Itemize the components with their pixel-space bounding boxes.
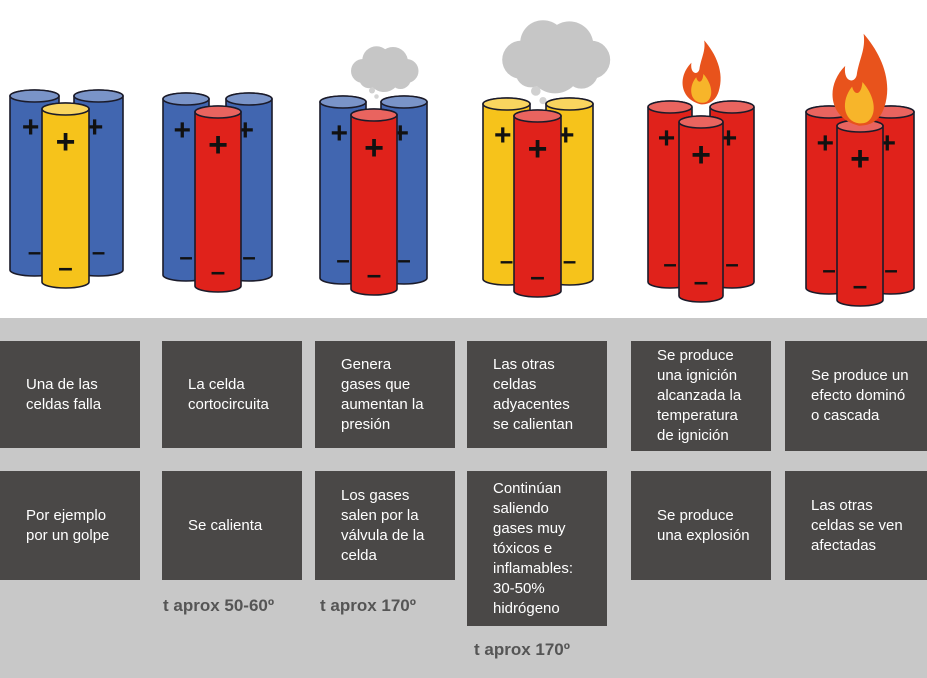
plus-sign-icon: + xyxy=(174,114,192,147)
battery-stages-illustration: +–+–+–+–+–+–+–+–+–+–+–+–+–+–+–+–+–+– xyxy=(9,20,915,307)
minus-sign-icon: – xyxy=(28,239,41,266)
plus-sign-icon: + xyxy=(86,111,104,144)
minus-sign-icon: – xyxy=(853,270,867,300)
stage-4-temperature-label: t aprox 170º xyxy=(474,640,570,659)
plus-sign-icon: + xyxy=(56,123,76,161)
battery-stage-1: + – + – + – xyxy=(9,89,124,289)
minus-sign-icon: – xyxy=(530,261,544,291)
minus-sign-icon: – xyxy=(663,251,676,278)
plus-sign-icon: + xyxy=(208,126,228,164)
stage-5-description-bottom: Se produce una explosión xyxy=(631,471,771,580)
minus-sign-icon: – xyxy=(725,251,738,278)
stage-2-temperature-label: t aprox 50-60º xyxy=(163,596,275,615)
minus-sign-icon: – xyxy=(694,266,708,296)
battery-stage-5: + – + – + – xyxy=(647,40,755,303)
stage-5-description-top: Se produce una ignición alcanzada la tem… xyxy=(631,341,771,451)
minus-sign-icon: – xyxy=(884,257,897,284)
stage-3-description-bottom: Los gases salen por la válvula de la cel… xyxy=(315,471,455,580)
stage-2-description-top: La celda cortocircuita xyxy=(162,341,302,448)
plus-sign-icon: + xyxy=(817,127,835,160)
plus-sign-icon: + xyxy=(331,117,349,150)
minus-sign-icon: – xyxy=(563,248,576,275)
flame-icon xyxy=(832,33,888,126)
minus-sign-icon: – xyxy=(397,247,410,274)
battery-stage-2: +–+–+– xyxy=(162,92,273,293)
minus-sign-icon: – xyxy=(242,244,255,271)
battery-cell-front xyxy=(513,109,562,298)
battery-cell-front xyxy=(194,105,242,293)
stage-1-description-bottom: Por ejemplo por un golpe xyxy=(0,471,140,580)
battery-cell-front xyxy=(41,102,90,289)
stage-6-description-top: Se produce un efecto dominó o cascada xyxy=(785,341,927,451)
plus-sign-icon: + xyxy=(720,122,738,155)
plus-sign-icon: + xyxy=(494,119,512,152)
battery-cell-front xyxy=(350,108,398,296)
stage-2-description-bottom: Se calienta xyxy=(162,471,302,580)
stage-3-description-top: Genera gases que aumentan la presión xyxy=(315,341,455,448)
plus-sign-icon: + xyxy=(850,140,870,178)
minus-sign-icon: – xyxy=(500,248,513,275)
stage-4-description-top: Las otras celdas adyacentes se calientan xyxy=(467,341,607,448)
plus-sign-icon: + xyxy=(658,122,676,155)
minus-sign-icon: – xyxy=(822,257,835,284)
flame-icon xyxy=(682,40,721,105)
plus-sign-icon: + xyxy=(364,129,384,167)
battery-cell-front xyxy=(678,115,724,303)
minus-sign-icon: – xyxy=(336,247,349,274)
smoke-icon xyxy=(502,20,611,105)
plus-sign-icon: + xyxy=(528,130,548,168)
battery-stage-3: +–+–+– xyxy=(319,46,428,296)
minus-sign-icon: – xyxy=(179,244,192,271)
plus-sign-icon: + xyxy=(22,111,40,144)
battery-stage-4: +–+–+– xyxy=(482,20,611,298)
plus-sign-icon: + xyxy=(691,136,711,174)
stage-4-description-bottom: Continúan saliendo gases muy tóxicos e i… xyxy=(467,471,607,626)
minus-sign-icon: – xyxy=(211,256,225,286)
smoke-icon xyxy=(351,46,419,99)
minus-sign-icon: – xyxy=(92,239,105,266)
stage-6-description-bottom: Las otras celdas se ven afectadas xyxy=(785,471,927,580)
minus-sign-icon: – xyxy=(367,259,381,289)
minus-sign-icon: – xyxy=(58,252,72,282)
battery-stage-6: +–+–+– xyxy=(805,33,915,307)
stage-3-temperature-label: t aprox 170º xyxy=(320,596,416,615)
stage-1-description-top: Una de las celdas falla xyxy=(0,341,140,448)
